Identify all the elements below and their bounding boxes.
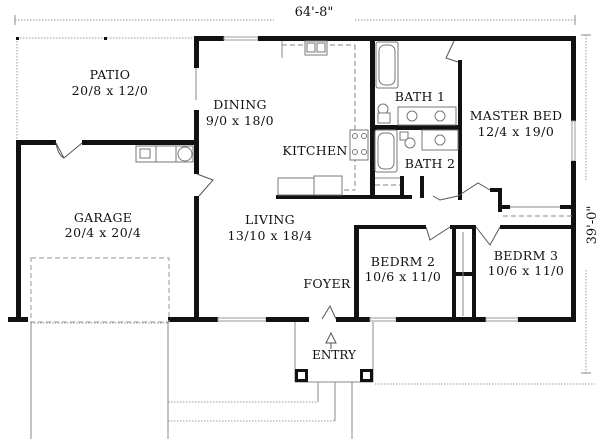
room-name-dining: DINING <box>213 97 267 112</box>
overall-depth-label: 39'-0" <box>585 206 600 245</box>
room-name-patio: PATIO <box>90 67 131 82</box>
walls <box>8 36 576 322</box>
width-dimension: 64'-8" <box>14 5 576 25</box>
doors <box>55 40 501 320</box>
garage-fixtures <box>30 145 194 323</box>
room-dims-living: 13/10 x 18/4 <box>227 228 312 243</box>
entry-label: ENTRY <box>312 348 357 362</box>
bath-fixtures <box>374 41 459 186</box>
overall-width-label: 64'-8" <box>295 5 334 20</box>
depth-dimension: 39'-0" <box>581 34 600 375</box>
room-dims-garage: 20/4 x 20/4 <box>65 225 142 240</box>
room-name-foyer: FOYER <box>303 276 350 291</box>
room-dims-patio: 20/8 x 12/0 <box>72 83 149 98</box>
room-name-bath-1: BATH 1 <box>395 89 446 104</box>
room-name-living: LIVING <box>245 212 295 227</box>
entry-arrow-icon <box>325 331 337 349</box>
entry-porch: ENTRY <box>168 322 595 439</box>
kitchen-fixtures <box>277 40 369 196</box>
room-name-bedrm-3: BEDRM 3 <box>494 248 559 263</box>
room-name-bath-2: BATH 2 <box>405 156 456 171</box>
room-name-bedrm-2: BEDRM 2 <box>371 254 436 269</box>
room-dims-bedrm-3: 10/6 x 11/0 <box>488 263 565 278</box>
driveway <box>30 322 169 439</box>
room-dims-master-bed: 12/4 x 19/0 <box>478 124 555 139</box>
room-name-garage: GARAGE <box>74 210 132 225</box>
room-name-master-bed: MASTER BED <box>470 108 563 123</box>
room-dims-bedrm-2: 10/6 x 11/0 <box>365 269 442 284</box>
room-labels: PATIO 20/8 x 12/0 DINING 9/0 x 18/0 KITC… <box>65 67 565 291</box>
room-name-kitchen: KITCHEN <box>282 143 347 158</box>
patio-outline <box>16 37 195 140</box>
room-dims-dining: 9/0 x 18/0 <box>206 113 274 128</box>
